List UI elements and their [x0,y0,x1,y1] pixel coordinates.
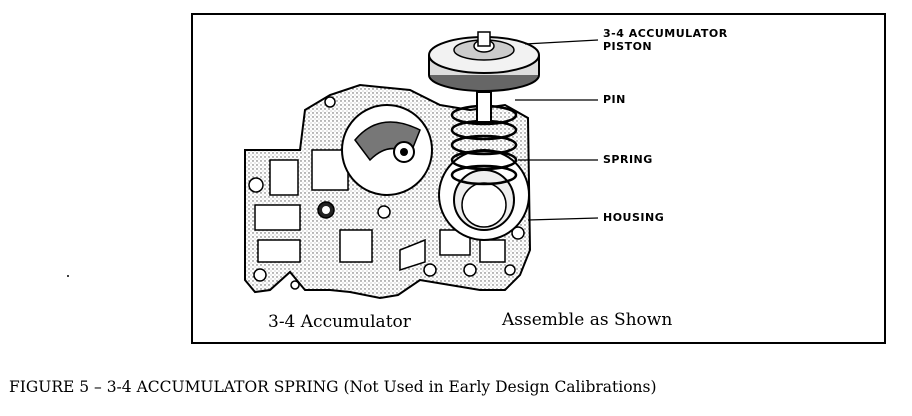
figure-caption: FIGURE 5 – 3-4 ACCUMULATOR SPRING (Not U… [9,378,657,396]
subtitle-right: Assemble as Shown [502,310,673,330]
pin-shape [476,91,492,123]
piston-callout-line2: PISTON [603,40,653,53]
subtitle-left: 3-4 Accumulator [268,312,411,332]
piston-callout: 3-4 ACCUMULATOR [603,27,728,40]
piston-shape [428,31,540,92]
spring-callout: SPRING [603,153,653,166]
housing-callout: HOUSING [603,211,665,224]
pin-callout: PIN [603,93,626,106]
